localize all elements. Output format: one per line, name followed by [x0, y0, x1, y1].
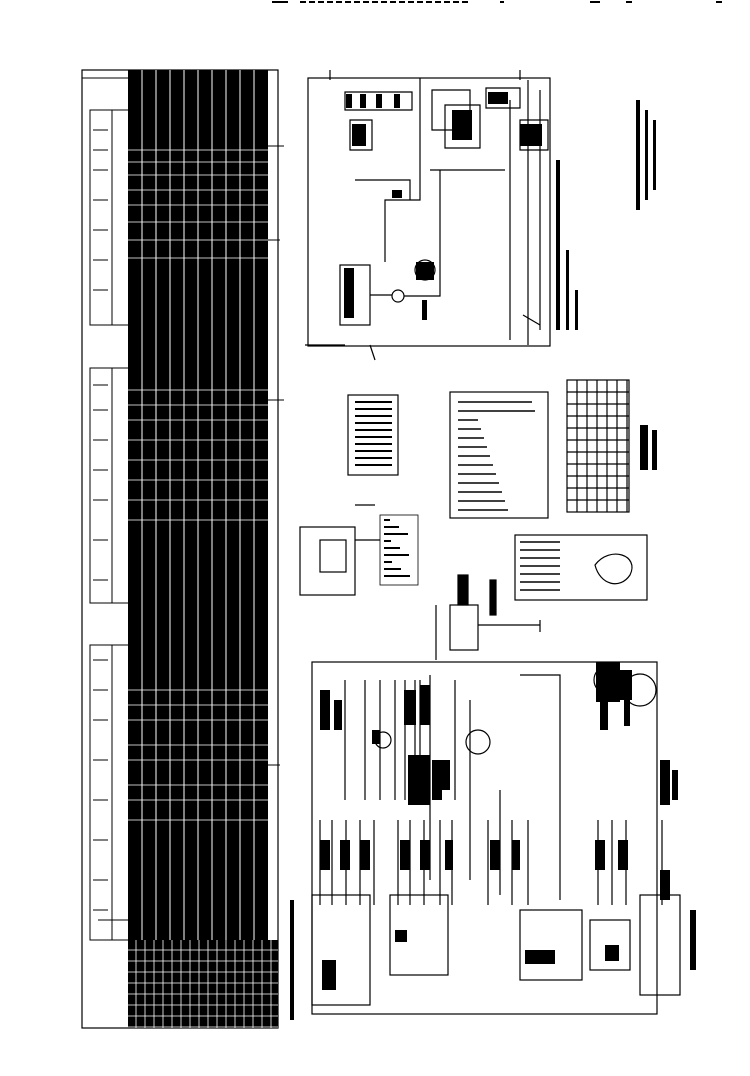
legend-box-3: [566, 379, 657, 513]
legend-box-1: [347, 394, 399, 476]
legend-box-5: [514, 534, 648, 601]
legend-box-4: [299, 504, 419, 596]
schematic-top: [305, 70, 551, 361]
top-notes: [556, 100, 656, 330]
middle-connector: [435, 574, 541, 660]
legend-box-2: [449, 391, 549, 519]
wiring-chart-table: [81, 69, 294, 1029]
